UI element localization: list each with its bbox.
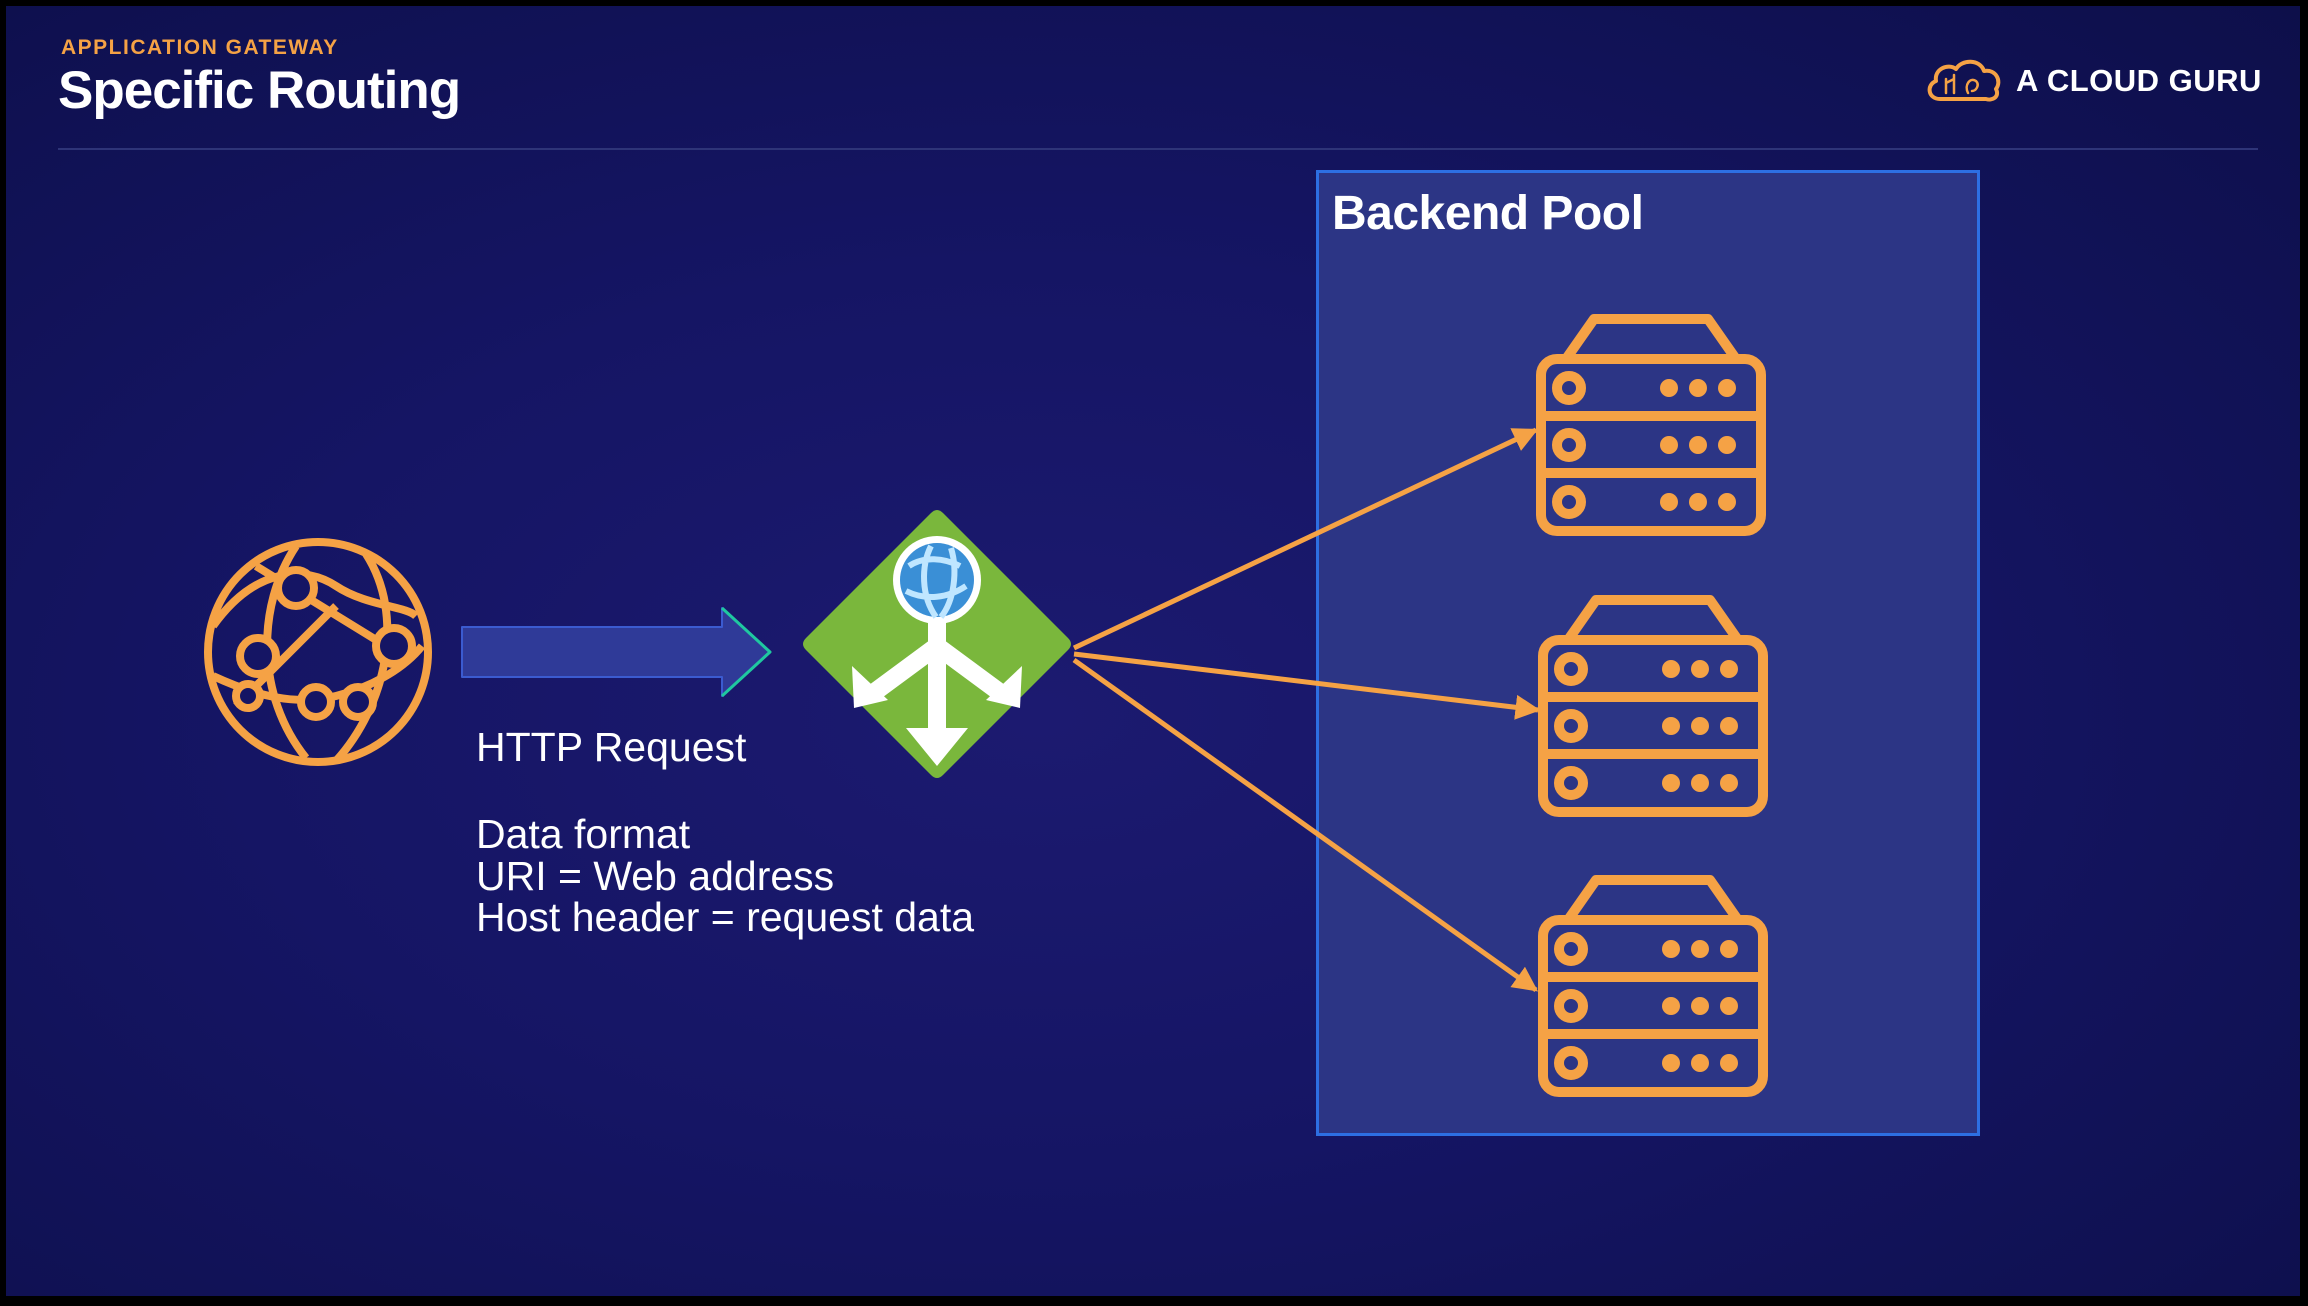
server-icon (1541, 319, 1761, 531)
brand-logo: A CLOUD GURU (1924, 56, 2262, 106)
route-arrow-1 (1072, 427, 1539, 651)
server-icon (1543, 600, 1763, 812)
application-gateway-icon (803, 510, 1071, 778)
routing-diagram (204, 6, 2300, 1296)
section-eyebrow: APPLICATION GATEWAY (61, 36, 339, 59)
backend-pool-label: Backend Pool (1332, 187, 1644, 240)
slide: APPLICATION GATEWAY Specific Routing A C… (6, 6, 2300, 1296)
routing-arrows (1072, 427, 1541, 993)
detail-data-format: Data format (476, 811, 691, 857)
globe-network-icon (204, 538, 432, 766)
detail-uri: URI = Web address (476, 853, 835, 899)
brand-name: A CLOUD GURU (2016, 63, 2262, 98)
server-icon (1543, 880, 1763, 1092)
http-request-label: HTTP Request (476, 724, 747, 770)
detail-host-header: Host header = request data (476, 894, 975, 940)
cloud-logo-icon (1927, 59, 2001, 102)
page-title: Specific Routing (58, 61, 461, 120)
route-arrow-3 (1072, 657, 1539, 993)
request-arrow (461, 607, 771, 697)
route-arrow-2 (1073, 651, 1541, 720)
header-divider (58, 148, 2258, 150)
